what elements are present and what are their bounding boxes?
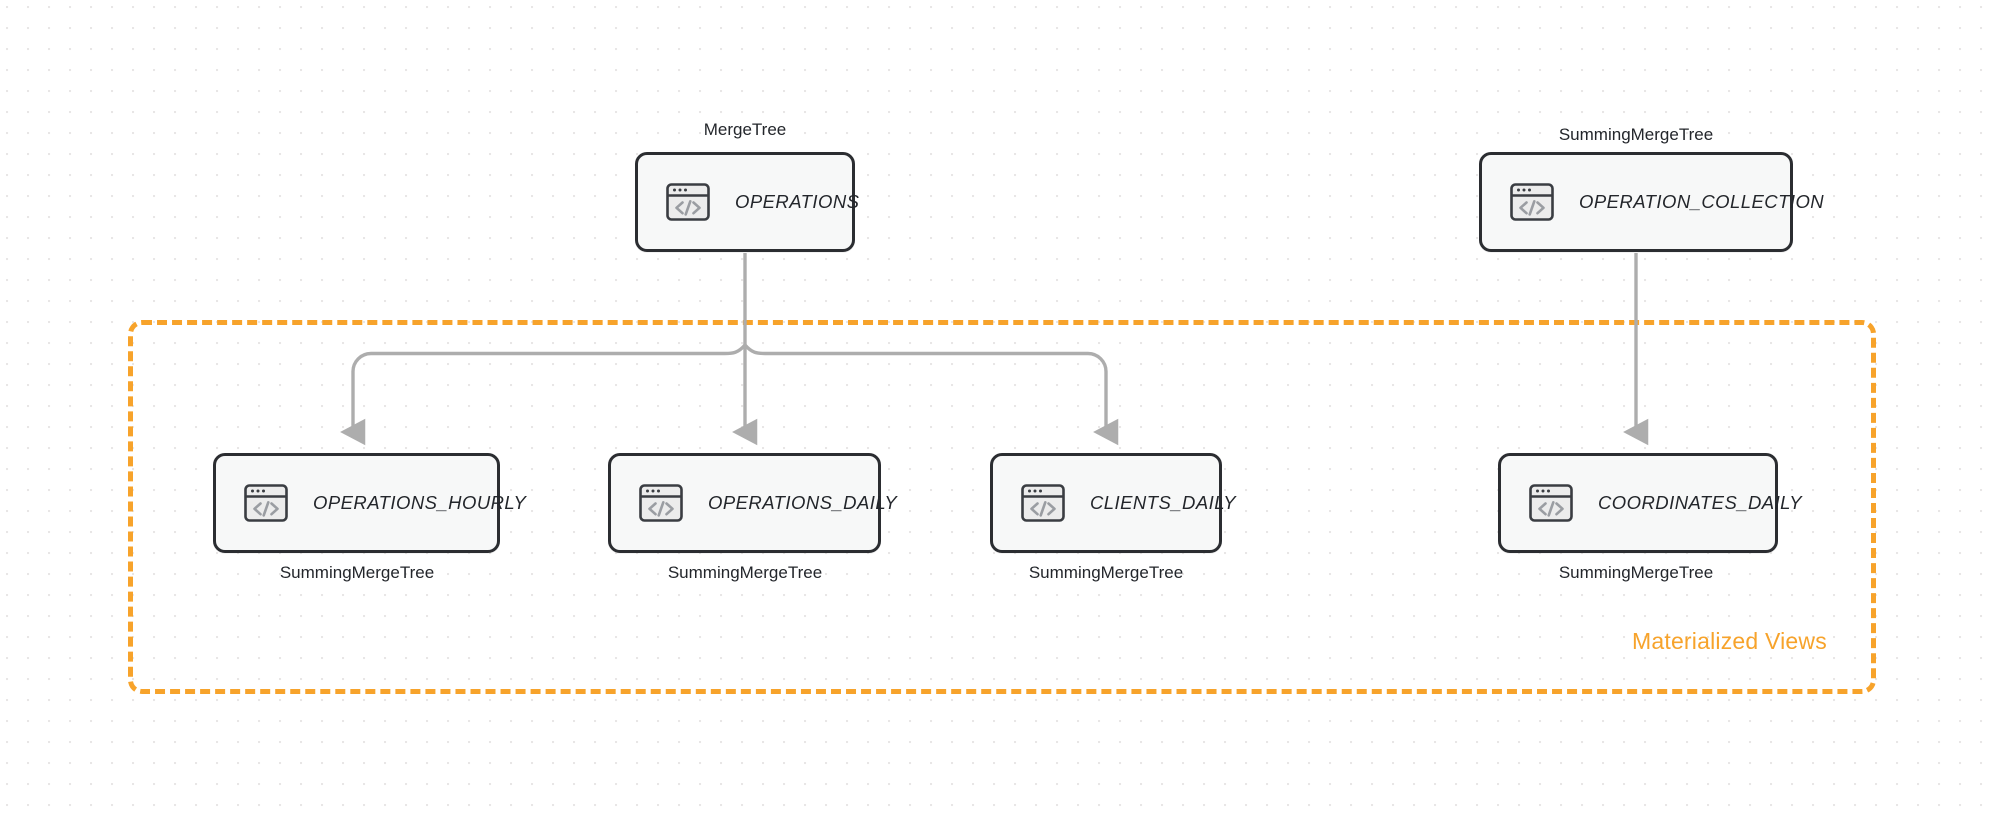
node-label-coordinates-daily: COORDINATES_DAILY [1598,492,1803,513]
engine-caption-operations-daily: SummingMergeTree [667,563,823,582]
code-window-icon [1510,183,1554,221]
node-label-operation-collection: OPERATION_COLLECTION [1579,191,1825,212]
engine-caption-operations: MergeTree [703,120,787,139]
code-window-icon [666,183,710,221]
node-coordinates-daily[interactable]: COORDINATES_DAILY [1498,453,1802,553]
engine-caption-clients-daily: SummingMergeTree [1028,563,1184,582]
node-label-clients-daily: CLIENTS_DAILY [1090,492,1237,513]
node-operations[interactable]: OPERATIONS [635,152,859,252]
code-window-icon [1021,484,1065,522]
code-window-icon [1529,484,1573,522]
node-operations-hourly[interactable]: OPERATIONS_HOURLY [213,453,526,553]
materialized-views-group [128,320,1876,694]
node-clients-daily[interactable]: CLIENTS_DAILY [990,453,1236,553]
node-label-operations-daily: OPERATIONS_DAILY [708,492,898,513]
materialized-views-group-label: Materialized Views [1632,628,1827,654]
node-operations-daily[interactable]: OPERATIONS_DAILY [608,453,897,553]
engine-caption-operation-collection: SummingMergeTree [1558,125,1714,144]
node-operation-collection[interactable]: OPERATION_COLLECTION [1479,152,1824,252]
code-window-icon [639,484,683,522]
engine-caption-operations-hourly: SummingMergeTree [279,563,435,582]
node-label-operations: OPERATIONS [735,191,860,212]
node-label-operations-hourly: OPERATIONS_HOURLY [313,492,527,513]
code-window-icon [244,484,288,522]
engine-caption-coordinates-daily: SummingMergeTree [1558,563,1714,582]
